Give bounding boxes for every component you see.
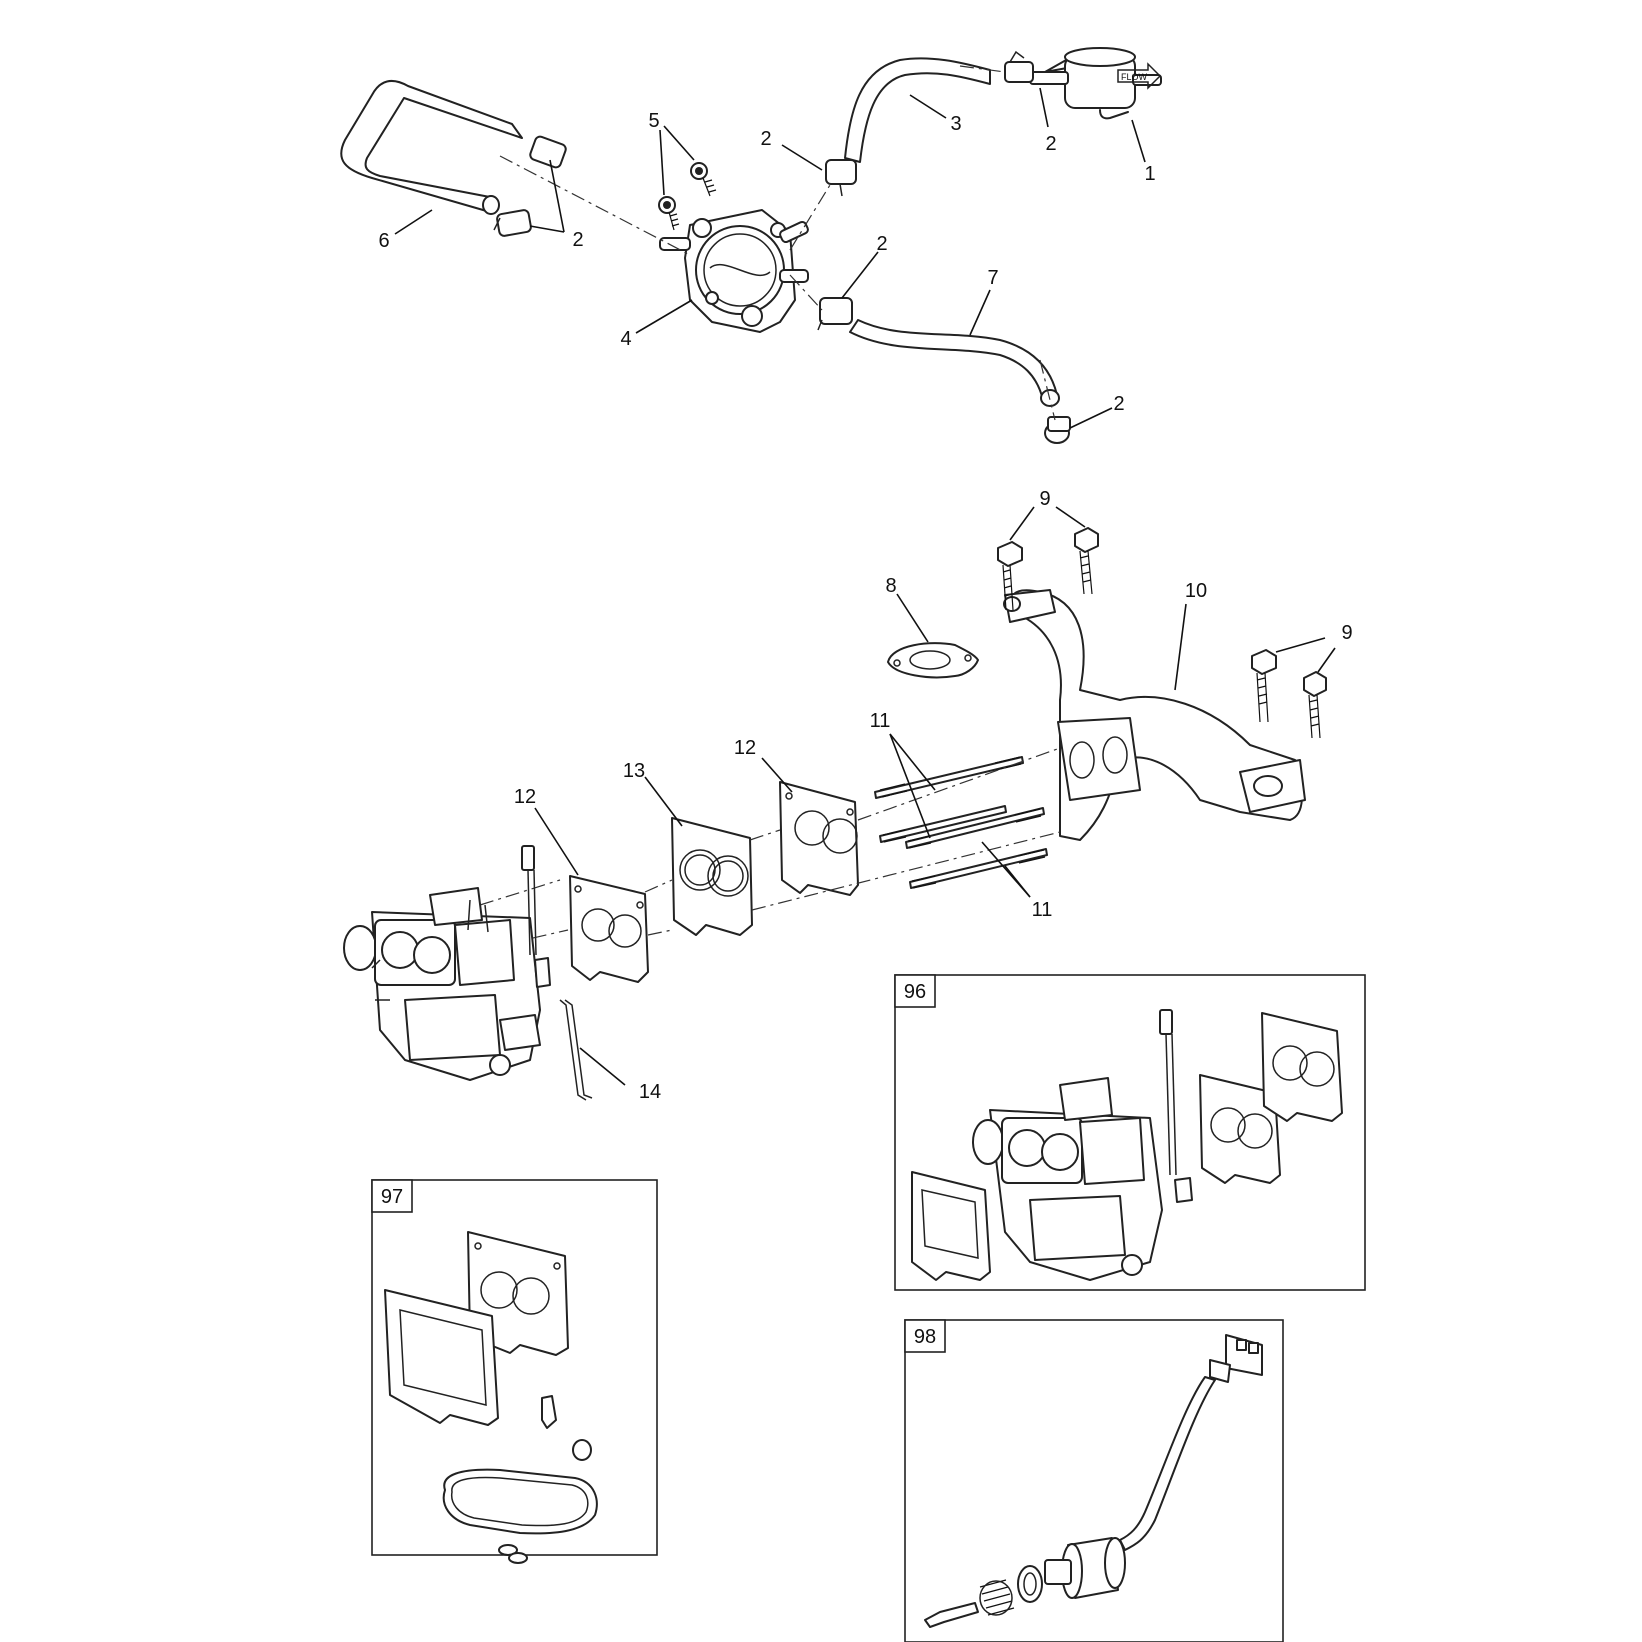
callout-clamp-pump-outlet: 2 <box>760 128 771 150</box>
manifold-bolt-3 <box>1251 649 1277 723</box>
callout-manifold: 10 <box>1185 580 1207 602</box>
fuel-hose-6 <box>340 79 523 215</box>
inset-97-needle <box>541 1395 557 1429</box>
callout-gasket-8: 8 <box>885 575 896 597</box>
carburetor <box>343 845 551 1081</box>
inset-98-plunger <box>924 1602 979 1628</box>
callout-clamp-hose-end: 2 <box>1113 393 1124 415</box>
carb-stud-3 <box>905 807 1045 849</box>
inset-97-label: 97 <box>381 1186 403 1208</box>
inset-97-oring-1 <box>498 1544 518 1556</box>
spacer-gasket-left <box>569 875 649 983</box>
callout-fuel-pump: 4 <box>620 328 631 350</box>
inset-96-gasket-right <box>1261 1012 1343 1122</box>
pump-screw-lower <box>658 196 680 231</box>
inset-96-gasket-left <box>911 1171 991 1281</box>
callout-studs-bottom: 11 <box>1032 899 1053 921</box>
inset-97-oring-2 <box>508 1552 528 1564</box>
callout-gasket-right: 12 <box>734 737 756 759</box>
spacer-gasket-right <box>779 781 859 896</box>
fuel-hose-7 <box>849 319 1060 407</box>
manifold-bolt-4 <box>1303 671 1327 739</box>
filter-flow-marking: FLOW <box>1121 72 1148 82</box>
callout-bolts-right: 9 <box>1341 622 1352 644</box>
hose-clamp-filter <box>1004 50 1034 83</box>
inset-98-label: 98 <box>914 1326 936 1348</box>
callout-hose-7: 7 <box>987 267 998 289</box>
callout-spacer: 13 <box>623 760 645 782</box>
inset-kit-98: 98 <box>904 1319 1284 1642</box>
inset-98-spring <box>979 1579 1015 1616</box>
intake-manifold <box>1003 589 1306 841</box>
callout-hose-3: 3 <box>950 113 961 135</box>
callout-gasket-left: 12 <box>514 786 536 808</box>
hose-clamp-pump-inlet <box>817 297 853 331</box>
inset-kit-97: 97 <box>371 1179 658 1564</box>
inset-98-connector <box>1209 1334 1263 1383</box>
inset-97-gasket-large <box>384 1289 499 1426</box>
inset-96-carburetor <box>972 1009 1193 1281</box>
callout-group: 1 2 3 2 5 2 6 2 7 4 2 9 <box>378 87 1353 1103</box>
carburetor-spacer <box>671 817 753 936</box>
callout-hose-6: 6 <box>378 230 389 252</box>
pump-screw-upper <box>690 162 717 197</box>
callout-filter: 1 <box>1144 163 1155 185</box>
hose-clamp-upper-left <box>529 135 567 169</box>
callout-clamp-filter: 2 <box>1045 133 1056 155</box>
inset-98-wire <box>1119 1376 1216 1551</box>
inset-98-washer <box>1017 1565 1043 1603</box>
manifold-bolt-1 <box>997 541 1023 611</box>
callout-bolts-top: 9 <box>1039 488 1050 510</box>
callout-screws: 5 <box>648 110 659 132</box>
hose-clamp-hose-end <box>1044 416 1071 444</box>
choke-link-rod <box>559 999 593 1101</box>
carb-stud-4 <box>909 848 1048 889</box>
inset-kit-96: 96 <box>894 974 1366 1291</box>
callout-clamp-left: 2 <box>572 229 583 251</box>
fuel-filter: FLOW <box>1029 47 1162 120</box>
inset-98-solenoid-body <box>1044 1537 1126 1599</box>
fuel-hose-3 <box>844 57 991 163</box>
manifold-gasket <box>887 642 979 679</box>
carb-stud-1 <box>874 756 1024 799</box>
carb-stud-2 <box>879 805 1007 843</box>
hose-clamp-lower-left <box>493 209 532 237</box>
fuel-pump <box>659 209 809 333</box>
hose-clamp-pump-outlet <box>825 159 857 197</box>
manifold-bolt-2 <box>1074 527 1099 595</box>
inset-97-bowl-gasket <box>442 1468 598 1535</box>
callout-clamp-pump-inlet: 2 <box>876 233 887 255</box>
callout-link-rod: 14 <box>639 1081 661 1103</box>
inset-96-label: 96 <box>904 981 926 1003</box>
inset-97-washer <box>572 1439 592 1461</box>
callout-studs-top: 11 <box>870 710 891 732</box>
